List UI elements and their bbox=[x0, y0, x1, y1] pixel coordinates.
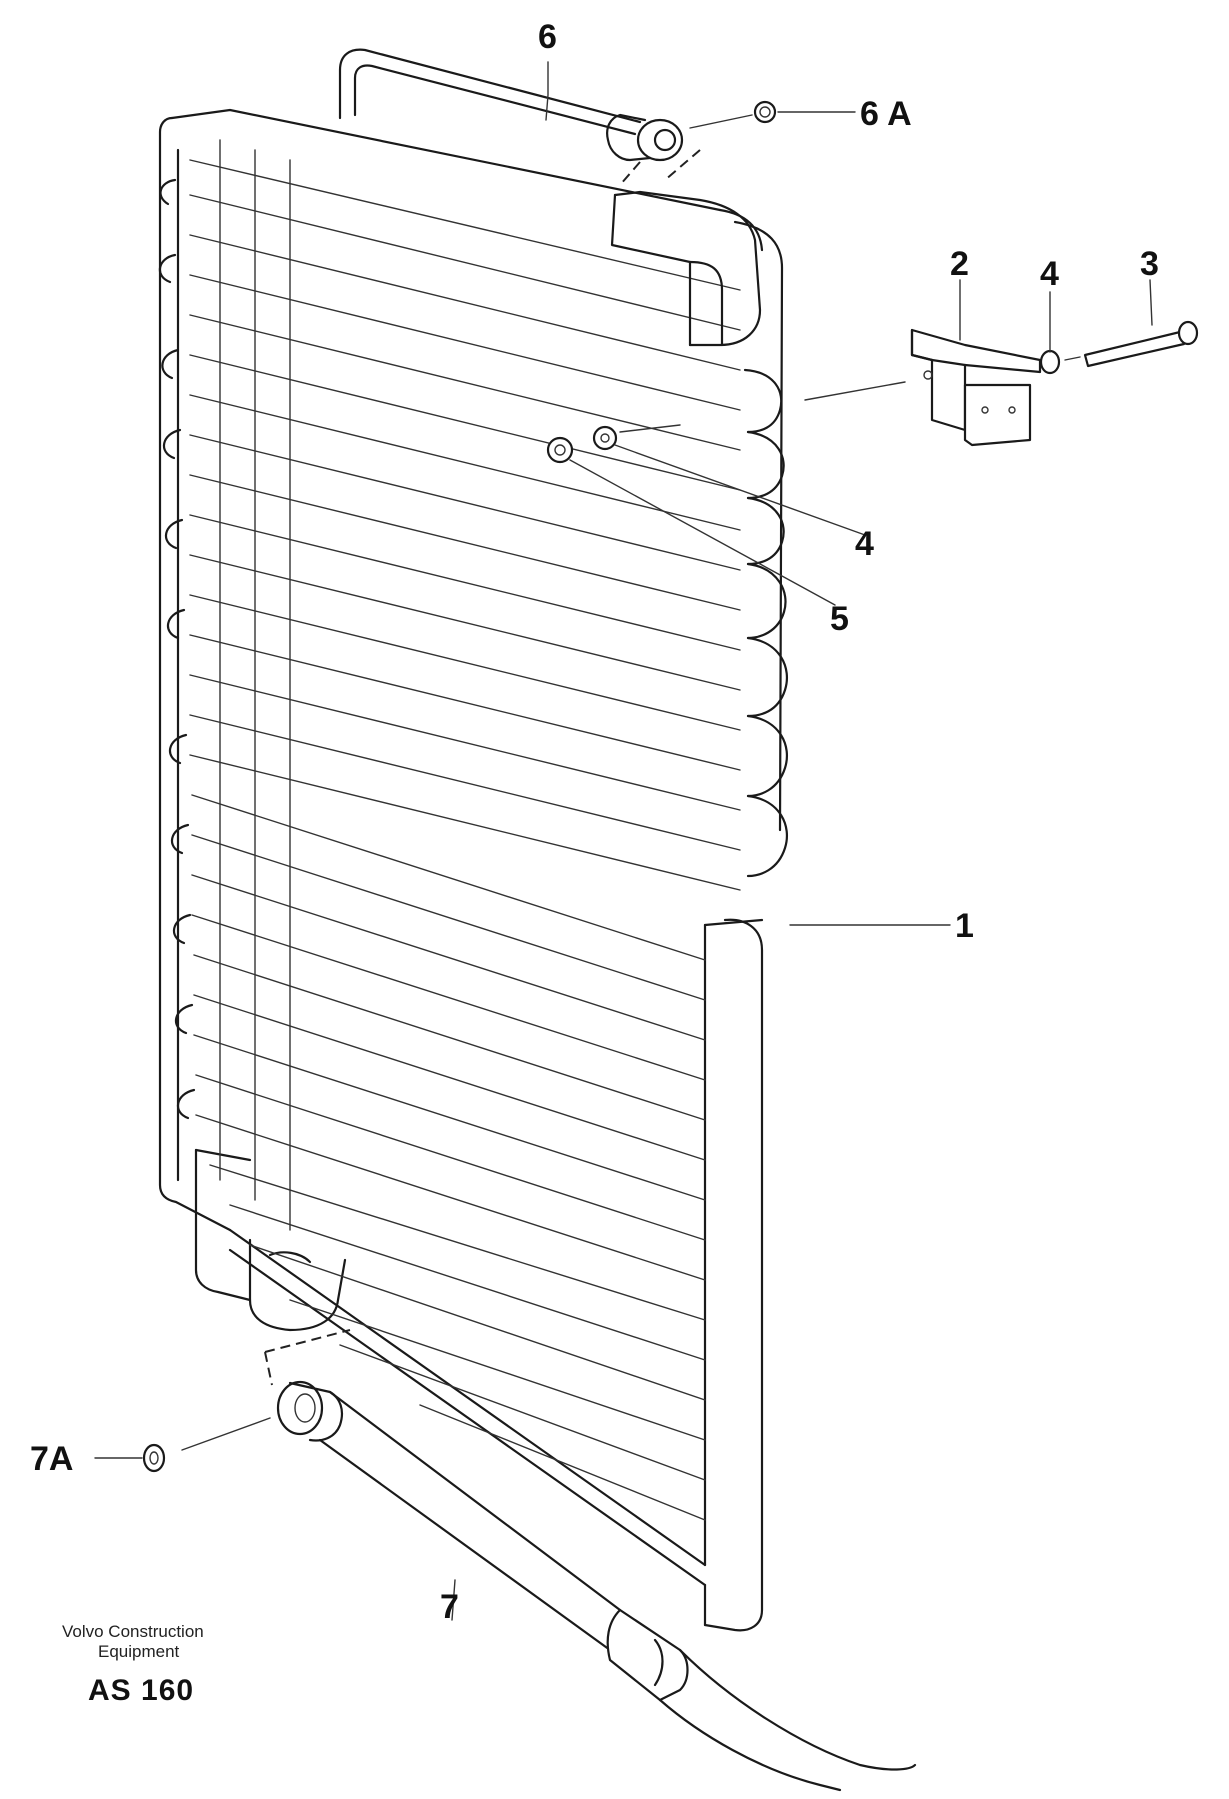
coil-bends bbox=[158, 178, 789, 1120]
o-ring-7a bbox=[142, 1417, 271, 1473]
callout-7a: 7A bbox=[30, 1440, 73, 1478]
nuts bbox=[546, 424, 681, 464]
callout-5: 5 bbox=[830, 600, 849, 638]
top-pipe bbox=[338, 48, 762, 347]
callout-1: 1 bbox=[955, 907, 974, 945]
callout-4-top: 4 bbox=[1040, 255, 1059, 293]
bracket-assembly bbox=[804, 320, 1199, 447]
company-name-line1: Volvo Construction bbox=[62, 1622, 204, 1641]
callout-7: 7 bbox=[440, 1588, 459, 1626]
fin-pattern bbox=[189, 139, 741, 1521]
bottom-pipe bbox=[264, 1329, 917, 1792]
callout-6: 6 bbox=[538, 18, 557, 56]
callout-2: 2 bbox=[950, 245, 969, 283]
o-ring-6a bbox=[689, 100, 777, 129]
callout-6a: 6 A bbox=[860, 95, 912, 133]
callout-3: 3 bbox=[1140, 245, 1159, 283]
diagram-code: AS 160 bbox=[88, 1674, 194, 1707]
leader-lines bbox=[94, 61, 1153, 1621]
company-name-line2: Equipment bbox=[98, 1642, 180, 1661]
callout-4-mid: 4 bbox=[855, 525, 874, 563]
evaporator-core bbox=[158, 108, 784, 1632]
